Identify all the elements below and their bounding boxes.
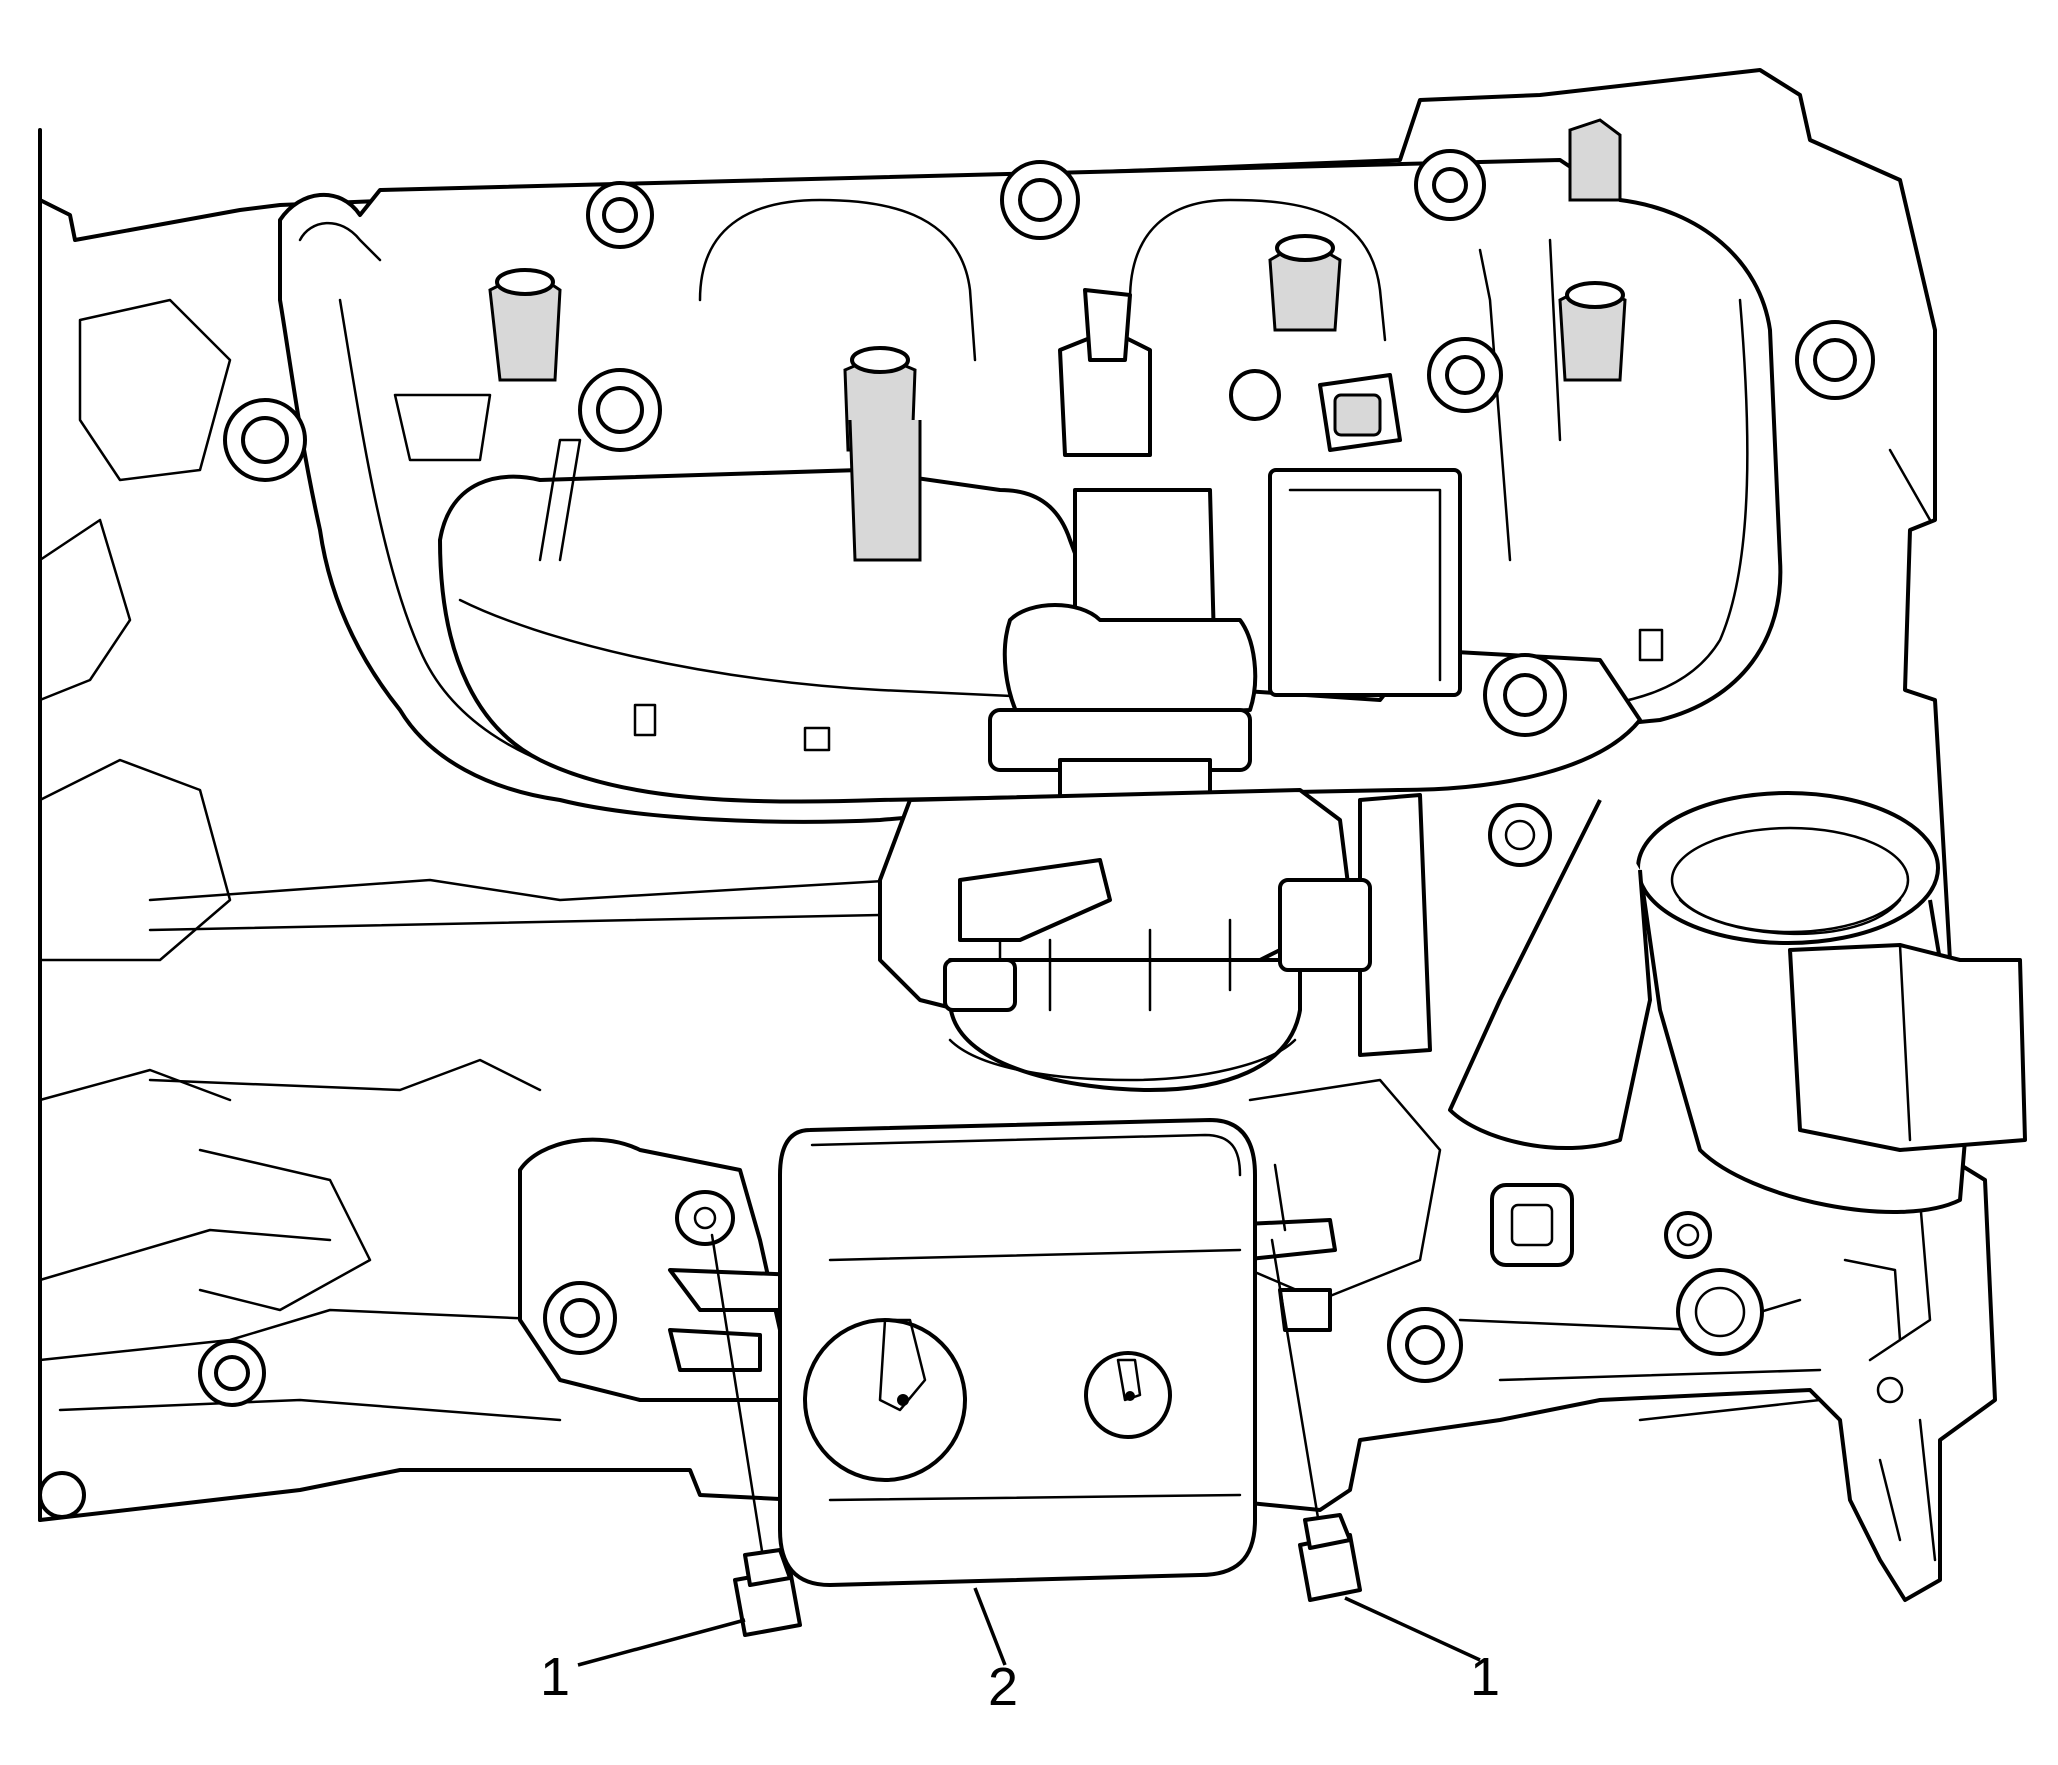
lower-bosses xyxy=(518,1137,1337,1402)
bolt-right xyxy=(1270,1238,1362,1602)
bolt-left xyxy=(710,1233,802,1637)
callout-bolt-left: 1 xyxy=(540,1647,570,1707)
throttle-body xyxy=(878,288,1432,1092)
leader-line-left xyxy=(577,1618,746,1667)
callout-bolt-right: 1 xyxy=(1470,1647,1500,1707)
filter-housing xyxy=(1387,791,2027,1383)
cover xyxy=(778,1118,1257,1587)
callout-cover: 2 xyxy=(988,1657,1018,1717)
leader-line-right xyxy=(1344,1596,1481,1662)
leader-line-cover xyxy=(973,1587,1007,1666)
callouts: 1 2 1 xyxy=(540,1587,1500,1717)
manifold-bolts xyxy=(223,149,1875,737)
